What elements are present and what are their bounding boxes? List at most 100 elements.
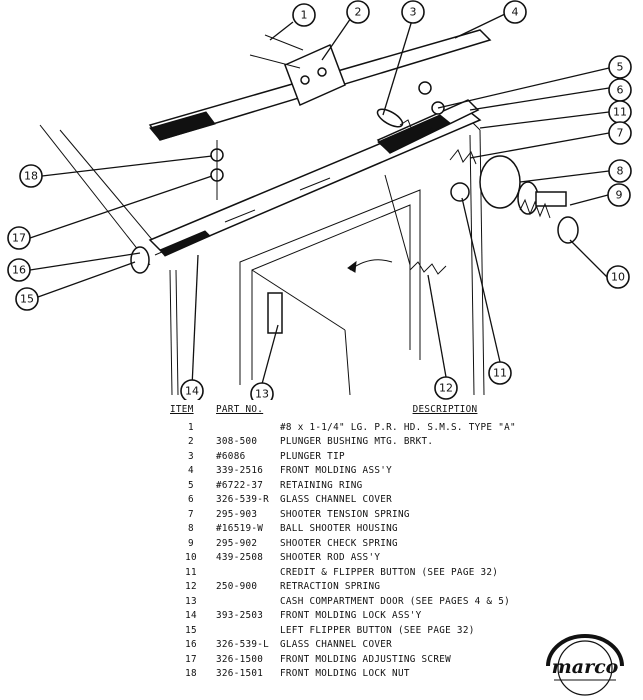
header-description: DESCRIPTION <box>412 404 478 415</box>
part-description: FRONT MOLDING ASS'Y <box>280 465 393 477</box>
svg-text:11: 11 <box>493 367 507 380</box>
item-number: 15 <box>185 624 197 636</box>
item-number: 18 <box>185 668 197 680</box>
table-row: 5 #6722-37 RETAINING RING <box>170 478 610 493</box>
parts-table: ITEM PART NO. DESCRIPTION 1 #8 x 1-1/4" L… <box>170 404 610 681</box>
svg-text:4: 4 <box>512 6 519 19</box>
callout-13: 13 <box>250 382 274 401</box>
table-row: 6 326-539-R GLASS CHANNEL COVER <box>170 493 610 508</box>
part-number: 326-1500 <box>216 653 264 665</box>
part-number: #6086 <box>216 450 246 462</box>
callout-7: 7 <box>608 121 632 145</box>
part-description: CREDIT & FLIPPER BUTTON (SEE PAGE 32) <box>280 566 499 578</box>
item-number: 10 <box>185 552 197 564</box>
callout-17: 17 <box>7 226 31 250</box>
svg-text:12: 12 <box>439 382 453 395</box>
item-number: 4 <box>188 465 194 477</box>
item-number: 3 <box>188 450 194 462</box>
svg-text:3: 3 <box>410 6 417 19</box>
part-description: BALL SHOOTER HOUSING <box>280 523 398 535</box>
svg-text:14: 14 <box>185 385 199 398</box>
callout-8: 8 <box>608 159 632 183</box>
table-row: 4 339-2516 FRONT MOLDING ASS'Y <box>170 464 610 479</box>
svg-text:13: 13 <box>255 388 269 401</box>
part-number: 295-903 <box>216 508 258 520</box>
part-number: 308-500 <box>216 436 258 448</box>
svg-text:8: 8 <box>617 165 624 178</box>
part-description: FRONT MOLDING ADJUSTING SCREW <box>280 653 452 665</box>
part-description: SHOOTER TENSION SPRING <box>280 508 410 520</box>
header-item: ITEM <box>170 404 194 415</box>
part-number: #6722-37 <box>216 479 264 491</box>
retraction-spring <box>347 174 447 275</box>
header-part-no: PART NO. <box>216 404 264 415</box>
leader-lines <box>29 13 610 388</box>
item-number: 7 <box>188 508 194 520</box>
table-row: 11 CREDIT & FLIPPER BUTTON (SEE PAGE 32) <box>170 565 610 580</box>
callout-18: 18 <box>19 164 43 188</box>
part-description: PLUNGER BUSHING MTG. BRKT. <box>280 436 434 448</box>
table-row: 7 295-903 SHOOTER TENSION SPRING <box>170 507 610 522</box>
callout-2: 2 <box>346 0 370 24</box>
callout-5: 5 <box>608 55 632 79</box>
table-row: 15 LEFT FLIPPER BUTTON (SEE PAGE 32) <box>170 623 610 638</box>
item-number: 11 <box>185 566 197 578</box>
callout-4: 4 <box>503 0 527 24</box>
callout-15: 15 <box>15 287 39 311</box>
svg-text:1: 1 <box>301 9 308 22</box>
svg-text:17: 17 <box>12 232 26 245</box>
exploded-diagram: 1 2 3 4 5 6 11 7 8 9 10 11 12 13 14 15 1… <box>7 0 632 401</box>
svg-text:9: 9 <box>616 189 623 202</box>
callout-11-bottom: 11 <box>488 361 512 385</box>
callout-14: 14 <box>180 379 204 400</box>
part-number: 295-902 <box>216 537 258 549</box>
part-description: FRONT MOLDING LOCK ASS'Y <box>280 610 422 622</box>
item-number: 6 <box>188 494 194 506</box>
part-number: #16519-W <box>216 523 264 535</box>
item-number: 17 <box>185 653 197 665</box>
parts-table-header: ITEM PART NO. DESCRIPTION <box>170 404 610 420</box>
plunger-bracket <box>249 34 346 107</box>
table-row: 17 326-1500 FRONT MOLDING ADJUSTING SCREW <box>170 652 610 667</box>
part-number: 339-2516 <box>216 465 264 477</box>
marco-logo: marco <box>546 634 624 696</box>
part-description: FRONT MOLDING LOCK NUT <box>280 668 410 680</box>
svg-text:marco: marco <box>552 656 619 678</box>
item-number: 1 <box>188 421 194 433</box>
part-description: #8 x 1-1/4" LG. P.R. HD. S.M.S. TYPE "A" <box>280 421 516 433</box>
svg-text:2: 2 <box>355 6 362 19</box>
part-number: 326-539-R <box>216 494 270 506</box>
part-description: RETAINING RING <box>280 479 363 491</box>
item-number: 5 <box>188 479 194 491</box>
table-row: 14 393-2503 FRONT MOLDING LOCK ASS'Y <box>170 609 610 624</box>
shooter-assembly <box>376 81 579 244</box>
part-description: SHOOTER CHECK SPRING <box>280 537 398 549</box>
svg-text:18: 18 <box>24 170 38 183</box>
item-number: 16 <box>185 639 197 651</box>
part-description: LEFT FLIPPER BUTTON (SEE PAGE 32) <box>280 624 475 636</box>
svg-text:6: 6 <box>617 84 624 97</box>
svg-text:10: 10 <box>611 271 625 284</box>
part-description: SHOOTER ROD ASS'Y <box>280 552 381 564</box>
part-description: GLASS CHANNEL COVER <box>280 639 393 651</box>
item-number: 13 <box>185 595 197 607</box>
item-number: 12 <box>185 581 197 593</box>
part-number <box>212 420 280 435</box>
callout-1: 1 <box>292 3 316 27</box>
table-row: 3 #6086 PLUNGER TIP <box>170 449 610 464</box>
item-number: 8 <box>188 523 194 535</box>
part-description: GLASS CHANNEL COVER <box>280 494 393 506</box>
part-description: PLUNGER TIP <box>280 450 345 462</box>
item-number: 14 <box>185 610 197 622</box>
item-number: 9 <box>188 537 194 549</box>
svg-text:5: 5 <box>617 61 624 74</box>
part-description: RETRACTION SPRING <box>280 581 381 593</box>
part-number: 393-2503 <box>216 610 264 622</box>
callout-12: 12 <box>434 376 458 400</box>
callout-6: 6 <box>608 78 632 102</box>
item-number: 2 <box>188 436 194 448</box>
